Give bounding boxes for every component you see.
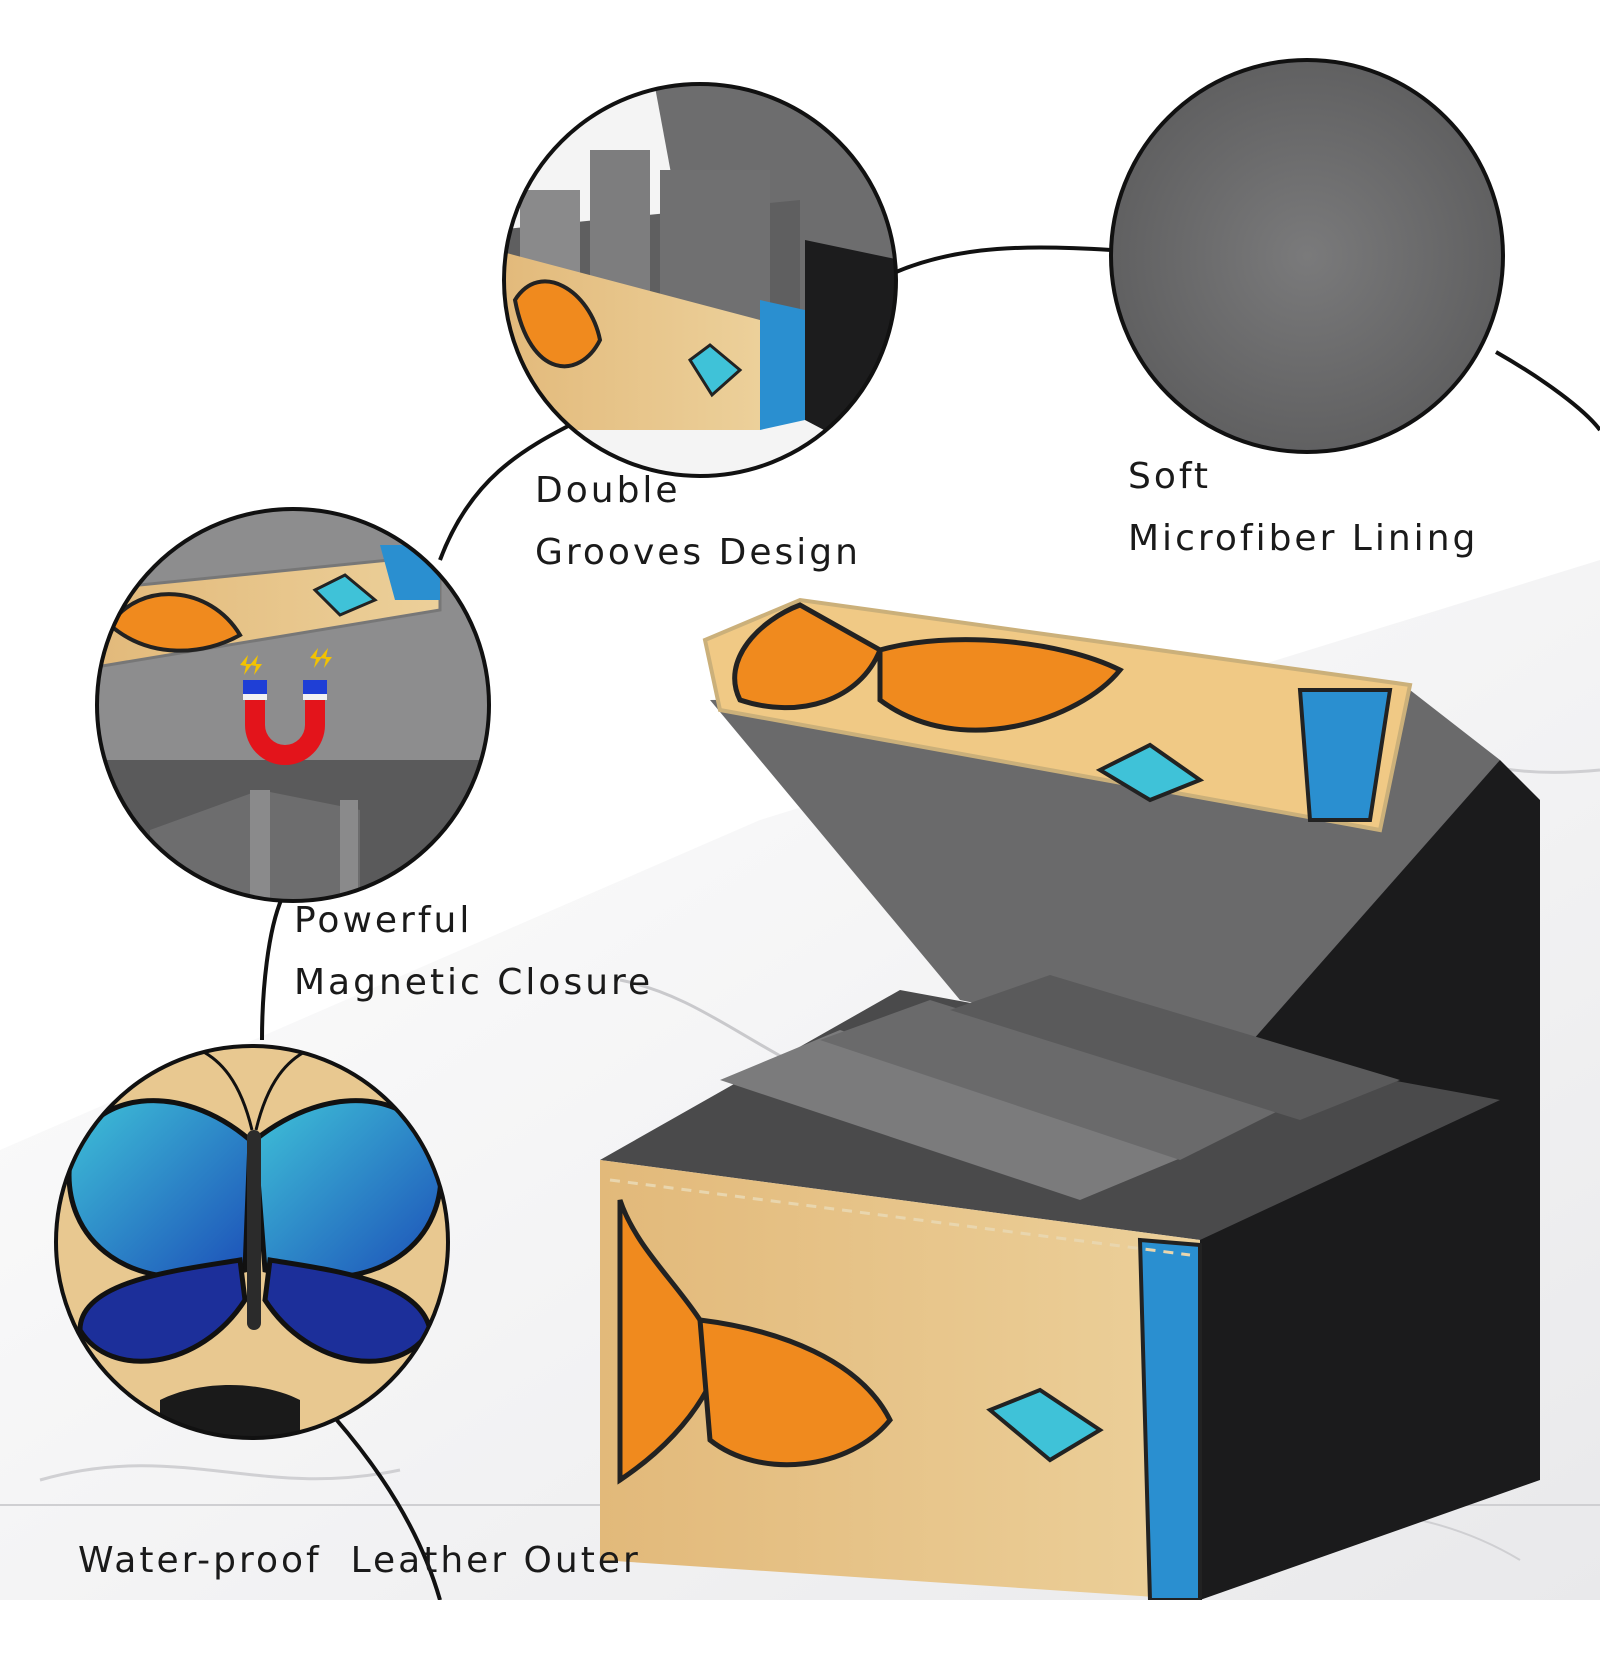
grooves-detail-circle bbox=[502, 82, 898, 478]
label-microfiber-lining: Soft Microfiber Lining bbox=[1128, 459, 1478, 557]
product-infographic: Double Grooves Design Soft Microfiber Li… bbox=[0, 58, 1600, 1602]
label-leather-outer-line1: Water-proof Leather Outer bbox=[78, 1540, 641, 1581]
label-microfiber-lining-line1: Soft bbox=[1128, 456, 1212, 497]
leather-detail-circle bbox=[54, 1044, 450, 1440]
label-double-grooves-line1: Double bbox=[535, 470, 681, 511]
card-deck-box bbox=[600, 597, 1540, 1602]
butterfly-icon bbox=[66, 1048, 444, 1364]
connector-lines bbox=[260, 245, 1600, 1601]
lightning-icon bbox=[240, 648, 332, 675]
label-leather-outer: Water-proof Leather Outer bbox=[78, 1471, 641, 1651]
magnet-icon bbox=[243, 680, 327, 765]
label-magnetic-closure-line2: Magnetic Closure bbox=[294, 962, 654, 1003]
lining-detail-circle bbox=[1109, 58, 1505, 454]
magnet-detail-circle bbox=[95, 507, 491, 903]
label-magnetic-closure: Powerful Magnetic Closure bbox=[294, 903, 653, 1001]
label-microfiber-lining-line2: Microfiber Lining bbox=[1128, 518, 1479, 559]
label-magnetic-closure-line1: Powerful bbox=[294, 900, 473, 941]
illustration bbox=[0, 58, 1600, 1602]
label-double-grooves: Double Grooves Design bbox=[535, 473, 861, 571]
label-double-grooves-line2: Grooves Design bbox=[535, 532, 861, 573]
